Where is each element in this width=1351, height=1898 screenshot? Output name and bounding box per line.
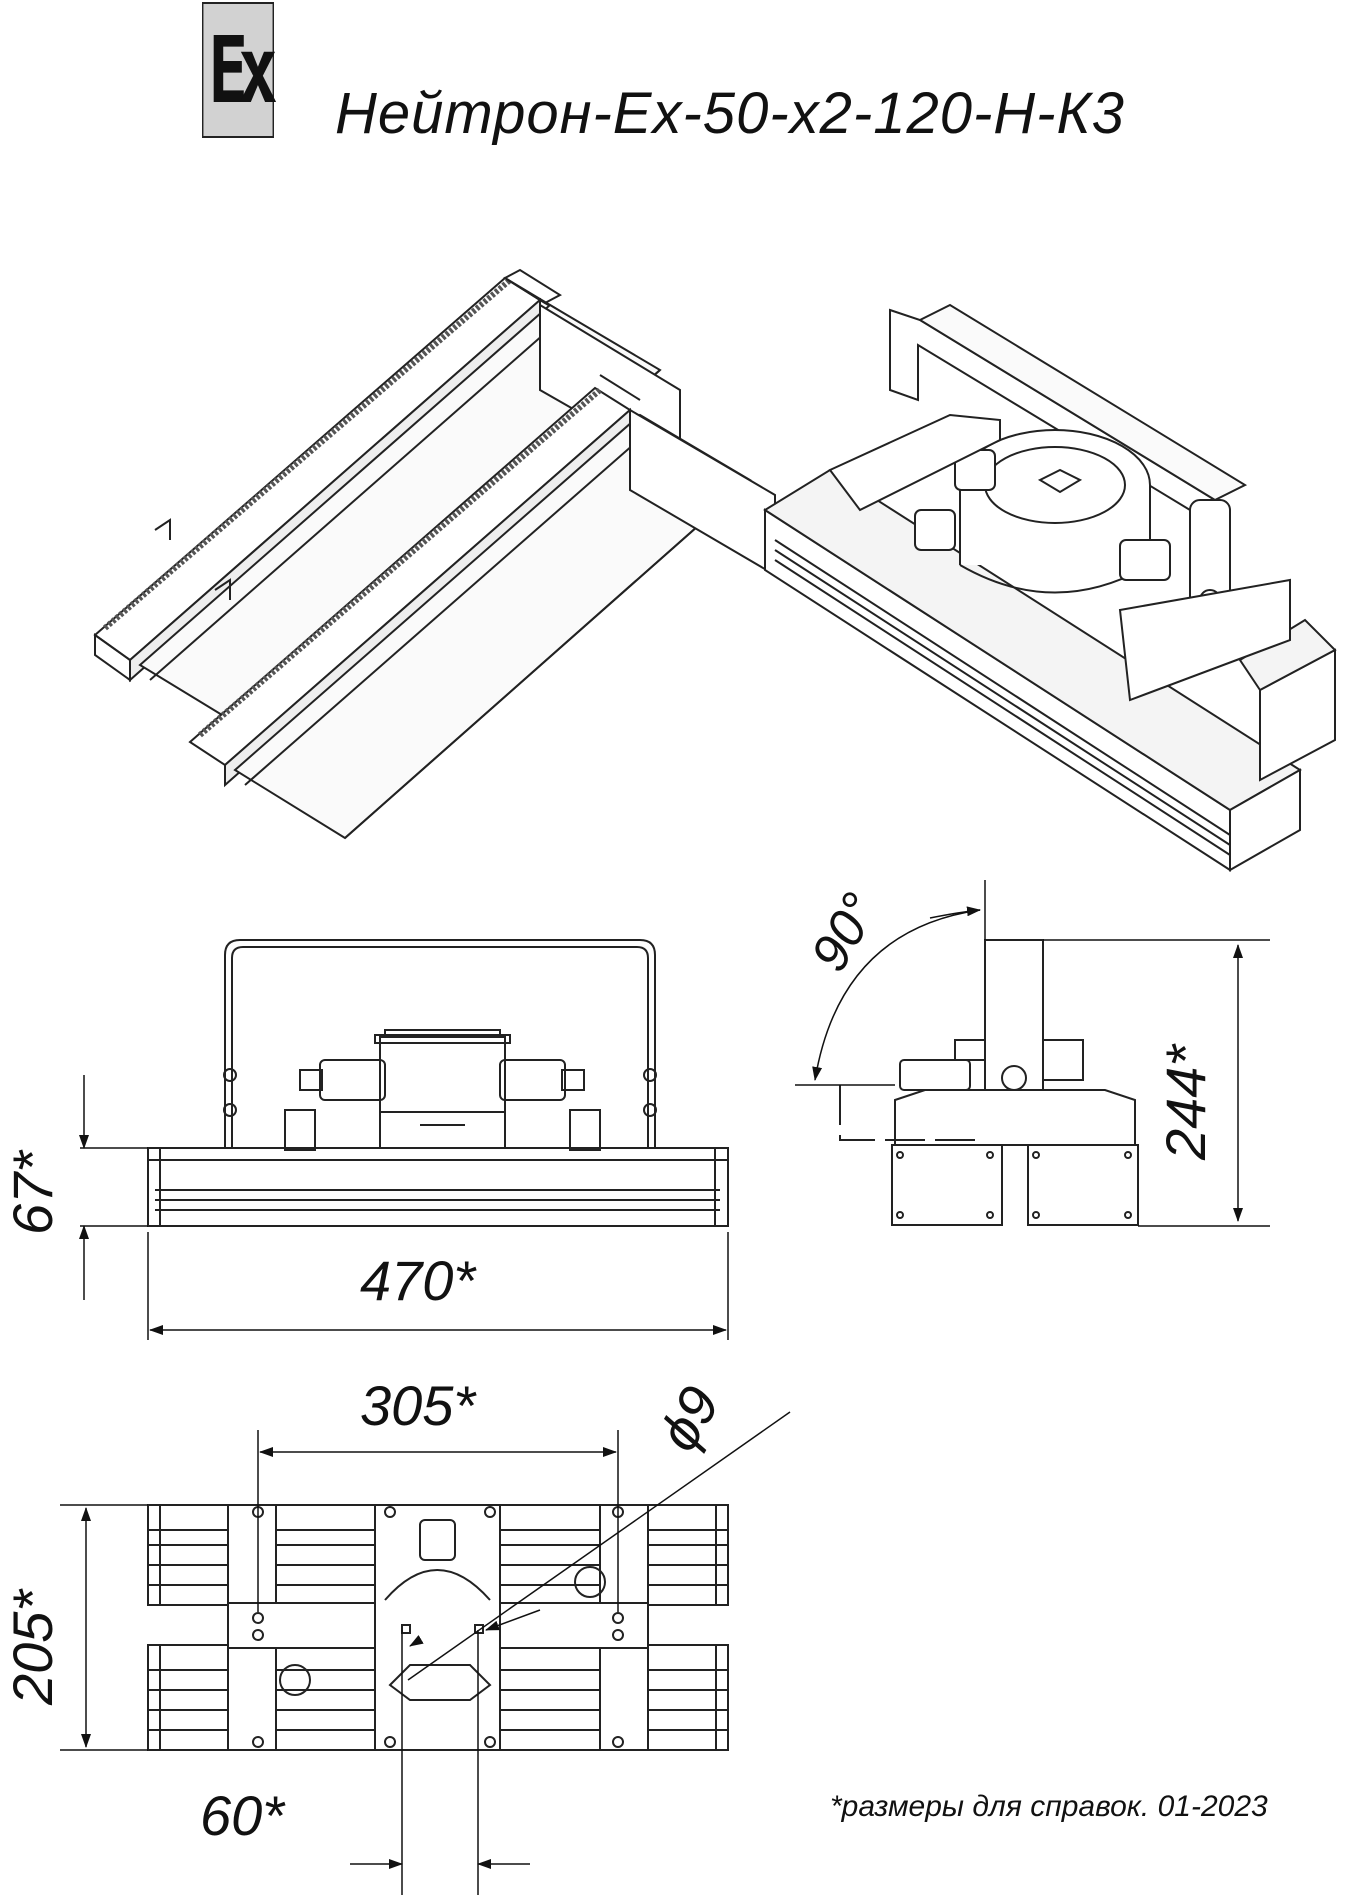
front-view <box>147 939 729 1227</box>
side-view <box>839 939 1139 1226</box>
reference-footnote: *размеры для справок. 01-2023 <box>830 1790 1268 1823</box>
top-view <box>147 1504 729 1751</box>
model-title: Нейтрон-Ex-50-x2-120-H-К3 <box>335 81 1125 146</box>
dim-total-height-label: 244* <box>1154 1043 1217 1161</box>
ex-explosion-proof-badge: Ex <box>202 2 278 138</box>
dim-length-label: 470* <box>360 1249 477 1312</box>
dim-height-label: 67* <box>1 1149 64 1235</box>
isometric-view-lens-side <box>93 268 776 840</box>
dim-angle-label: 90° <box>800 884 890 981</box>
isometric-view-back-side <box>763 303 1337 872</box>
top-view-dimensions <box>60 1411 791 1895</box>
dim-width-label: 205* <box>1 1588 64 1706</box>
side-view-dimensions <box>795 880 1270 1227</box>
dim-mount-spacing-label: 305* <box>360 1374 477 1437</box>
dim-hole-diameter-label: ϕ9 <box>646 1376 732 1461</box>
front-view-dimensions <box>79 1075 729 1340</box>
dim-center-spacing-label: 60* <box>200 1784 286 1847</box>
